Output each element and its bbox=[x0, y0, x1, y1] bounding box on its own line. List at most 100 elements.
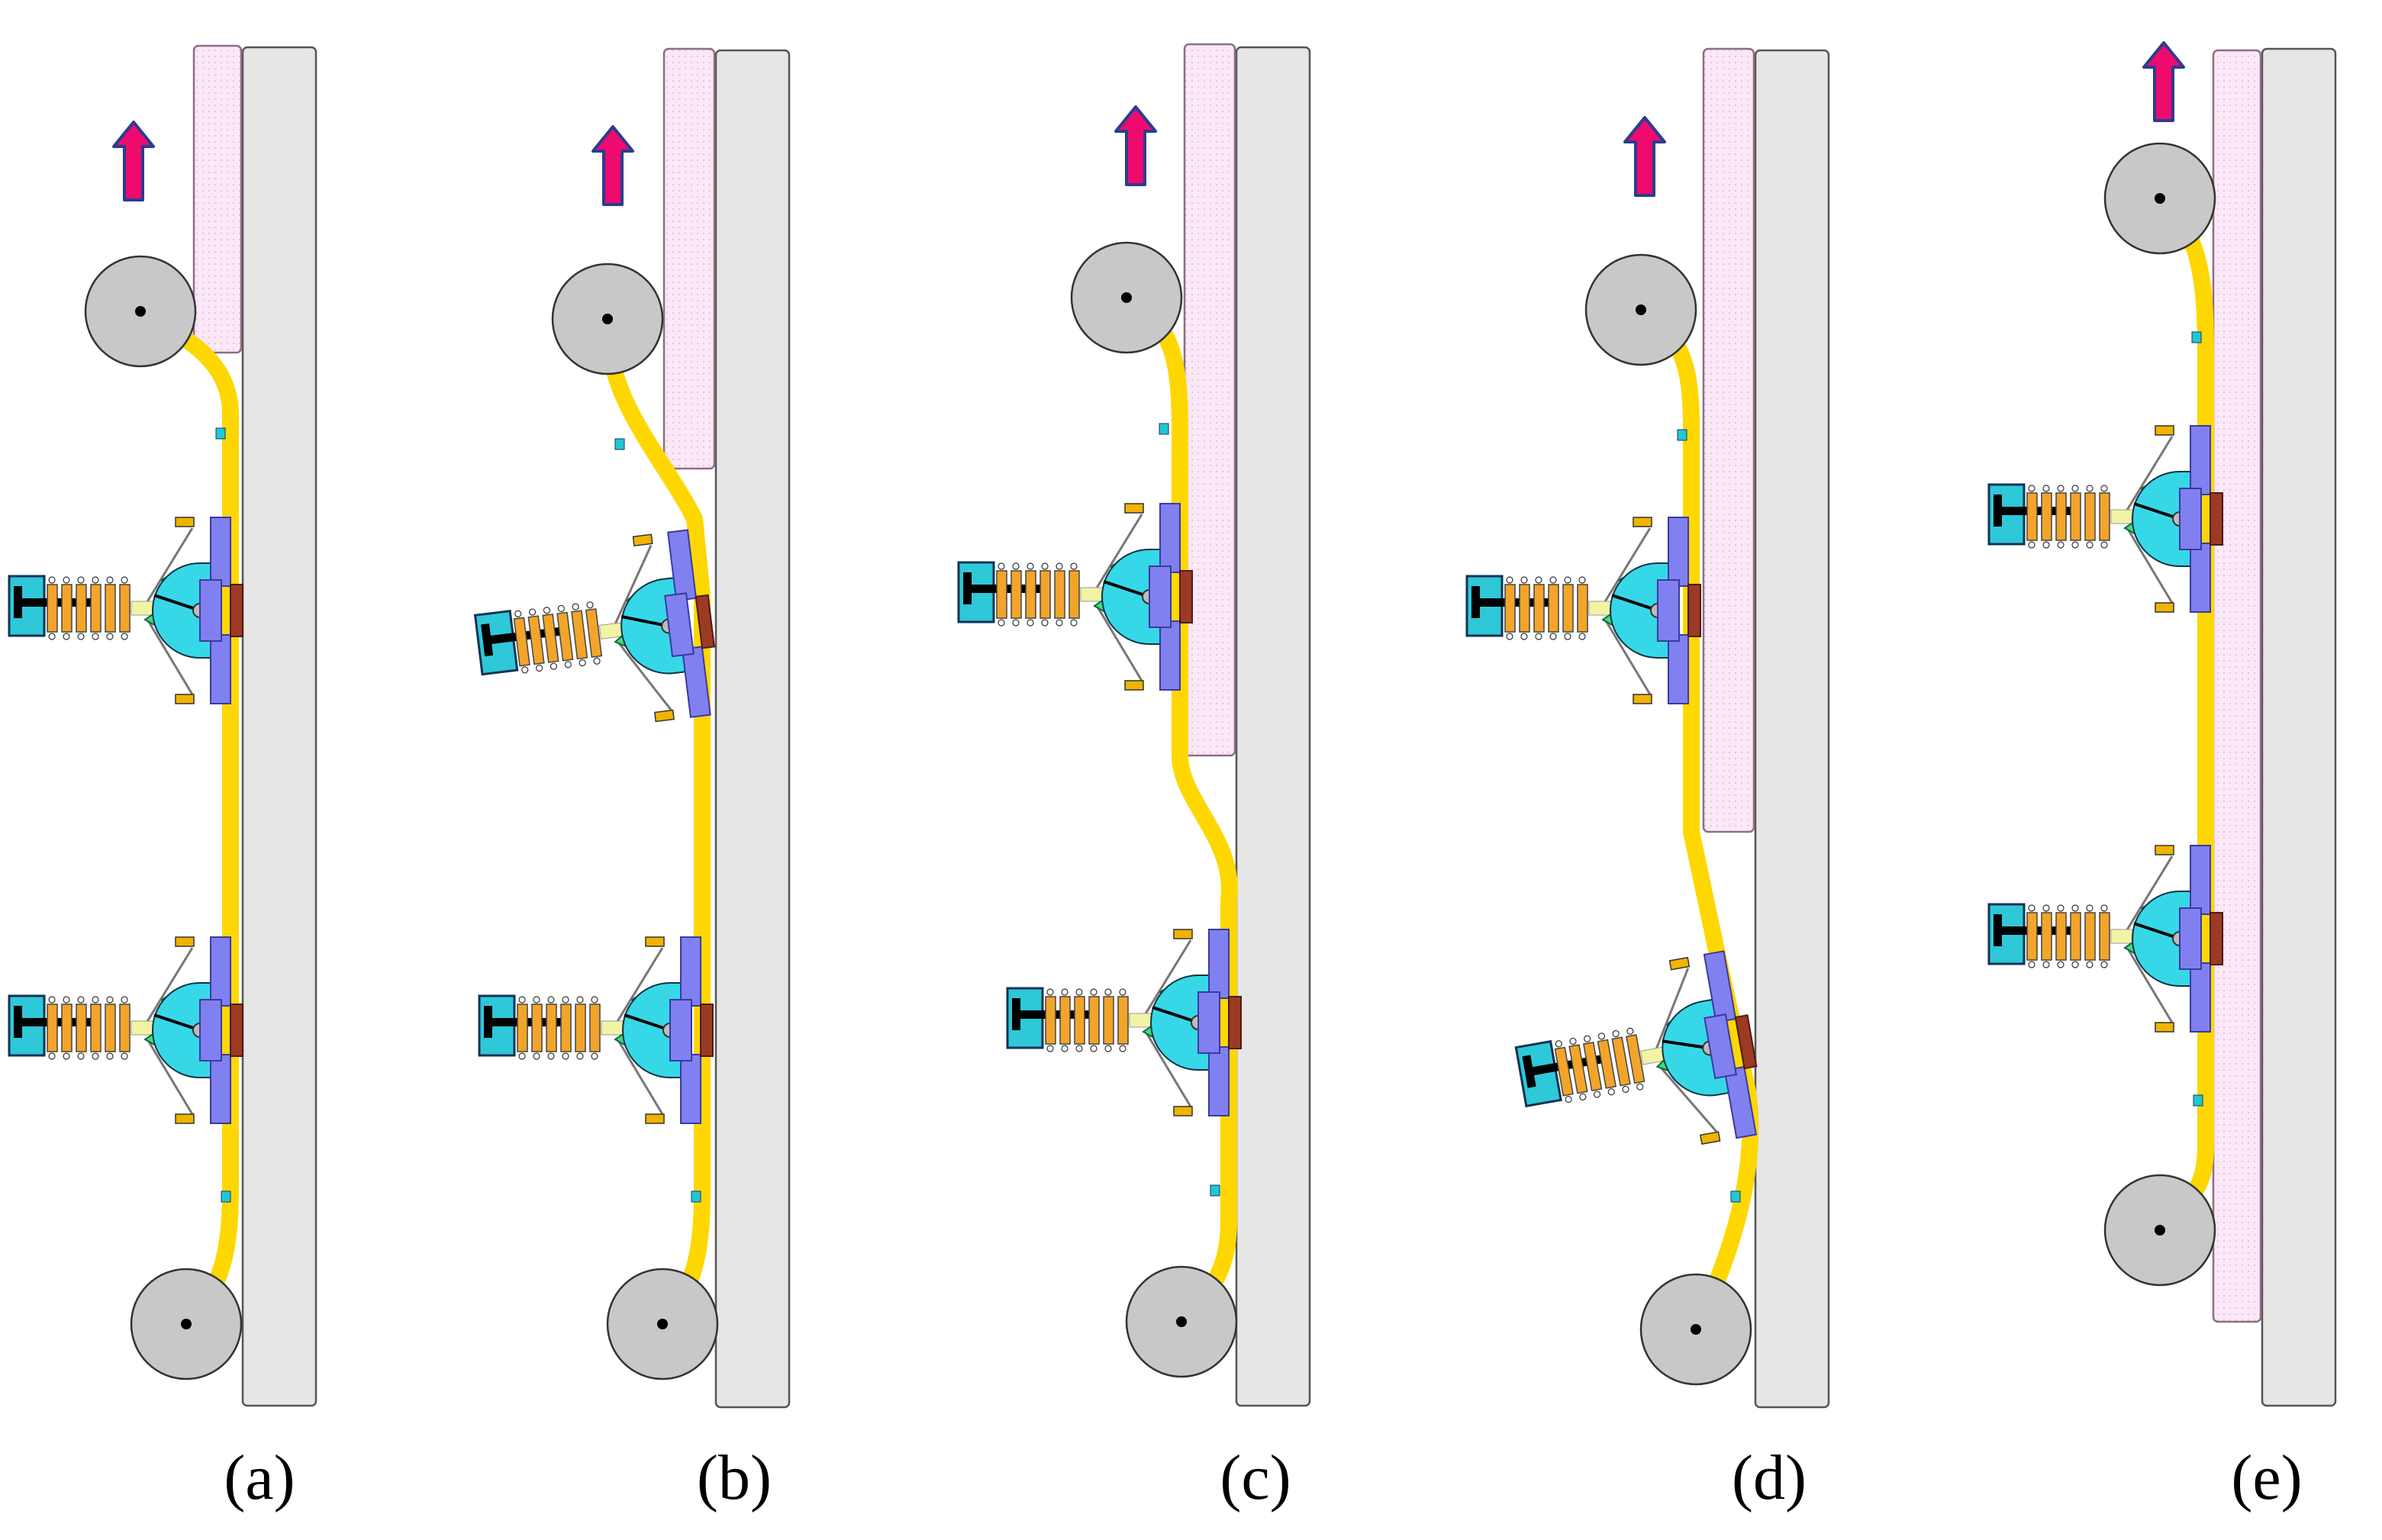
spring-pin bbox=[2057, 961, 2065, 968]
clamp-pad bbox=[210, 634, 231, 704]
up-arrow-shape bbox=[1623, 116, 1666, 197]
spring-pin bbox=[92, 996, 99, 1004]
pulley-wheel bbox=[606, 1268, 719, 1381]
spring-coil bbox=[2026, 492, 2038, 541]
up-arrow-icon bbox=[112, 121, 155, 201]
spring-pin bbox=[576, 996, 584, 1004]
guide-wall bbox=[2261, 47, 2337, 1407]
spring-coil bbox=[1045, 996, 1056, 1045]
brake-shoe bbox=[230, 584, 243, 637]
clamp-assembly bbox=[1006, 929, 1242, 1116]
spring-pin bbox=[1555, 1040, 1562, 1048]
spring-coil bbox=[76, 1004, 87, 1052]
sensor-marker bbox=[1159, 423, 1169, 435]
spring-coil bbox=[105, 1004, 116, 1052]
up-arrow-icon bbox=[1623, 116, 1666, 197]
spring-coil bbox=[1577, 584, 1588, 633]
sliding-panel bbox=[1183, 43, 1236, 757]
up-arrow-icon bbox=[591, 125, 634, 206]
spring-coil bbox=[1597, 1039, 1617, 1089]
stop-block bbox=[1173, 1106, 1193, 1116]
linkage-rod bbox=[2125, 526, 2174, 604]
spring-pin bbox=[2042, 904, 2050, 912]
spring-pin bbox=[121, 996, 128, 1004]
piston-head bbox=[14, 1006, 22, 1038]
spring-pin bbox=[2071, 904, 2079, 912]
spring-pin bbox=[1027, 619, 1034, 627]
panel-label-a: (a) bbox=[224, 1442, 295, 1513]
spring-coil bbox=[105, 584, 116, 633]
pulley-wheel bbox=[130, 1268, 243, 1381]
spring-pin bbox=[1565, 1096, 1572, 1103]
spring-pin bbox=[1612, 1029, 1620, 1038]
spring-coil bbox=[90, 584, 102, 633]
spring-pin bbox=[533, 1052, 540, 1060]
brake-shoe bbox=[1734, 1014, 1758, 1070]
spring-coil bbox=[1562, 584, 1574, 633]
spring-coil bbox=[2026, 912, 2038, 961]
clamp-lever bbox=[1103, 580, 1150, 598]
linkage-rod bbox=[615, 639, 672, 711]
spring-pin bbox=[1578, 576, 1586, 584]
clamp-pad-inner bbox=[664, 592, 695, 658]
pulley-axle bbox=[2155, 193, 2165, 204]
spring-coil bbox=[119, 1004, 131, 1052]
spring-coil bbox=[2084, 492, 2096, 541]
clamp-lever bbox=[2133, 922, 2181, 940]
spring-pin bbox=[106, 996, 114, 1004]
guide-wall bbox=[1754, 49, 1830, 1409]
spring-coil bbox=[2041, 912, 2052, 961]
clamp-pad bbox=[2190, 962, 2211, 1033]
linkage-rod bbox=[1657, 1064, 1718, 1133]
spring-pin bbox=[1090, 988, 1098, 996]
clamp-pad bbox=[680, 936, 701, 1007]
sensor-marker bbox=[2193, 1094, 2203, 1107]
spring-coil bbox=[1504, 584, 1516, 633]
spring-pin bbox=[521, 666, 529, 674]
spring-coil bbox=[2070, 912, 2081, 961]
spring-pin bbox=[92, 633, 99, 640]
clamp-pad-inner bbox=[1197, 991, 1220, 1054]
panel-label-b: (b) bbox=[697, 1442, 772, 1513]
spring-coil bbox=[996, 570, 1007, 619]
linkage-rod bbox=[615, 947, 664, 1023]
spring-coil bbox=[119, 584, 131, 633]
spring-pin bbox=[63, 1052, 70, 1060]
spring-pin bbox=[1012, 619, 1020, 627]
spring-pin bbox=[63, 996, 70, 1004]
stop-block bbox=[2155, 602, 2174, 613]
linkage-rod bbox=[145, 527, 194, 604]
clamp-pad bbox=[680, 1054, 701, 1124]
linkage-rod bbox=[2125, 855, 2174, 932]
spring-pin bbox=[1564, 633, 1571, 640]
spring-coil bbox=[1554, 1046, 1574, 1097]
sensor-marker bbox=[2191, 331, 2202, 343]
linkage-rod bbox=[145, 1037, 194, 1115]
spring-pin bbox=[48, 996, 56, 1004]
brake-shoe bbox=[2210, 492, 2223, 546]
sensor-marker bbox=[221, 1190, 231, 1203]
linkage-rod bbox=[614, 544, 653, 626]
spring-pin bbox=[77, 576, 85, 584]
spring-pin bbox=[1622, 1085, 1629, 1094]
clamp-lever bbox=[1662, 1039, 1710, 1050]
spring-pin bbox=[562, 996, 569, 1004]
spring-coil bbox=[1088, 996, 1100, 1045]
piston-head bbox=[1012, 998, 1020, 1030]
guide-wall bbox=[241, 46, 317, 1407]
spring-pin bbox=[518, 996, 526, 1004]
spring-pin bbox=[1549, 633, 1557, 640]
conveyor-band bbox=[600, 320, 711, 1330]
pulley-axle bbox=[1691, 1324, 1701, 1335]
spring-pin bbox=[1104, 1045, 1112, 1052]
linkage-rod bbox=[615, 1037, 664, 1115]
spring-pin bbox=[2057, 485, 2065, 492]
spring-pin bbox=[562, 1052, 569, 1060]
spring-pin bbox=[586, 601, 594, 609]
stop-block bbox=[1124, 680, 1144, 691]
linkage-rod bbox=[1603, 617, 1652, 695]
spring-pin bbox=[2057, 541, 2065, 549]
spring-pin bbox=[106, 1052, 114, 1060]
spring-pin bbox=[1535, 576, 1542, 584]
linkage-rod bbox=[145, 947, 194, 1023]
